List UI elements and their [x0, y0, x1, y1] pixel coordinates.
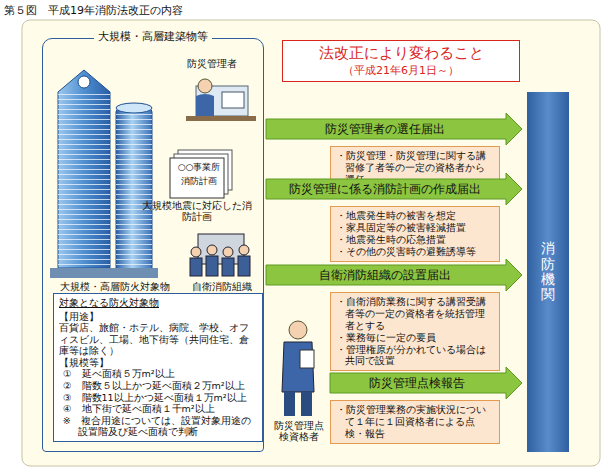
text: 自衛消防組織の設置届出	[319, 268, 451, 283]
text: 消防機関	[541, 241, 555, 303]
arrow-band: 防災管理点検報告	[330, 370, 522, 396]
text: ・地震発生時の応急措置	[336, 234, 494, 246]
arrow-band: 自衛消防組織の設置届出	[266, 262, 522, 288]
arrow-band: 防災管理者の選任届出	[266, 116, 522, 142]
text: ③ 階数11以上かつ延べ面積１万m²以上	[59, 392, 257, 404]
arrow-outline	[266, 259, 522, 291]
label: 大規模・高層防火対象物	[50, 281, 180, 292]
text: ・その他の災害時の避難誘導等	[336, 246, 494, 258]
text: 防災管理者の選任届出	[325, 122, 445, 137]
text: ④ 地下街で延べ面積１千m²以上	[59, 403, 257, 415]
detail-box: ・防災管理業務の実施状況について１年に１回資格者による点検・報告	[330, 400, 500, 444]
text: 【用途】	[59, 311, 257, 323]
fire-brigade-figures	[190, 234, 250, 276]
text: 法改正により変わること	[287, 44, 515, 63]
text: ② 階数５以上かつ延べ面積２万m²以上	[59, 380, 257, 392]
label: 自衛消防組織	[186, 281, 258, 292]
text: ・業務毎に一定の要員	[336, 332, 494, 344]
figure-title: 第５図 平成19年消防法改正の内容	[4, 3, 183, 18]
text: ・地震発生時の被害を想定	[336, 210, 494, 222]
label: ○○事業所	[172, 162, 226, 173]
text: （平成21年6月1日～）	[287, 63, 515, 78]
text: ① 延べ面積５万m²以上	[59, 368, 257, 380]
plan-document	[170, 150, 232, 198]
arrow-outline	[266, 113, 522, 145]
target-box: 対象となる防火対象物【用途】百貨店、旅館・ホテル、病院、学校、オフィスビル、工場…	[53, 293, 263, 442]
headline-box: 法改正により変わること（平成21年6月1日～）	[282, 40, 520, 82]
detail-box: ・地震発生時の被害を想定・家具固定等の被害軽減措置・地震発生時の応急措置・その他…	[330, 206, 500, 262]
text: 対象となる防火対象物	[59, 297, 257, 309]
arrow-outline	[330, 367, 522, 399]
label: 防災管理点検資格者	[270, 420, 328, 443]
region-outline: 大規模・高層建築物等対象となる防火対象物【用途】百貨店、旅館・ホテル、病院、学校…	[42, 38, 264, 452]
text: ・管理権原が分かれている場合は共同で設置	[336, 344, 494, 368]
text: ・防災管理業務の実施状況について１年に１回資格者による点検・報告	[336, 404, 494, 440]
text: 【規模等】	[59, 357, 257, 369]
text: 大規模・高層建築物等	[94, 30, 212, 44]
text: ・家具固定等の被害軽減措置	[336, 222, 494, 234]
detail-box: ・自衛消防業務に関する講習受講者等の一定の資格者を統括管理者とする・業務毎に一定…	[330, 292, 500, 371]
text: 防災管理に係る消防計画の作成届出	[289, 182, 481, 197]
label: 大規模地震に対応した消防計画	[138, 200, 256, 223]
text: 百貨店、旅館・ホテル、病院、学校、オフィスビル、工場、地下街等（共同住宅、倉庫等…	[59, 322, 257, 357]
building-illustration	[50, 70, 158, 278]
inspector-figure	[282, 321, 314, 416]
agency-band: 消防機関	[527, 92, 569, 452]
text: 防災管理点検報告	[369, 376, 465, 391]
label: 防災管理者	[172, 58, 252, 70]
text: ※ 複合用途については、設置対象用途の設置階及び延べ面積で判断	[59, 415, 257, 438]
arrow-outline	[266, 173, 522, 205]
text: ・自衛消防業務に関する講習受講者等の一定の資格者を統括管理者とする	[336, 296, 494, 332]
arrow-band: 防災管理に係る消防計画の作成届出	[266, 176, 522, 202]
panel	[22, 20, 600, 466]
label: 消防計画	[172, 176, 226, 187]
manager-figure	[186, 79, 256, 121]
